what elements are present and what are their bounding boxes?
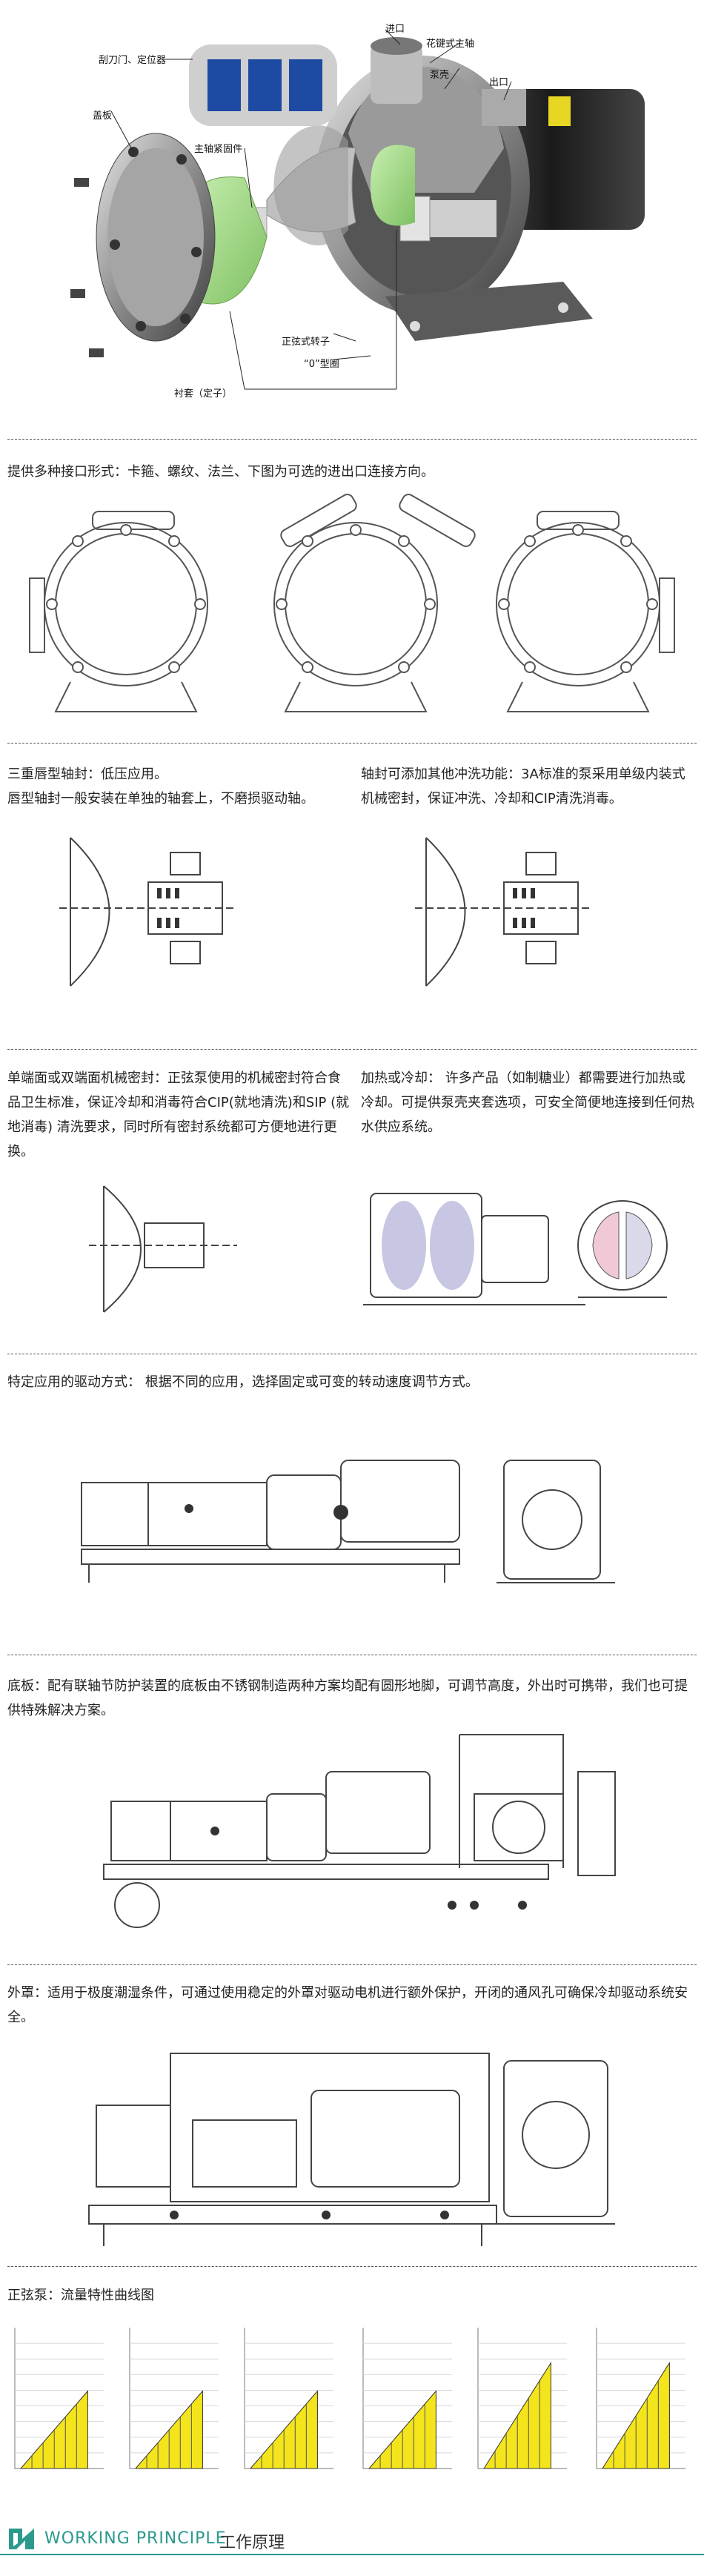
seal-diagrams-svg <box>59 837 593 987</box>
divider <box>7 1049 697 1050</box>
label-inlet: 进口 <box>385 24 405 35</box>
drive-diagrams <box>0 1438 704 1594</box>
divider <box>7 743 697 744</box>
flow-curve-chart-2 <box>129 2328 219 2469</box>
base-diagrams-svg <box>103 1734 616 1928</box>
label-pump-body: 泵壳 <box>430 70 450 81</box>
working-principle-logo-icon <box>9 2529 34 2549</box>
flush-seal-description: 轴封可添加其他冲洗功能：3A标准的泵采用单级内装式机械密封，保证冲洗、冷却和CI… <box>361 766 685 807</box>
label-spline-shaft: 花键式主轴 <box>426 39 475 50</box>
flow-curve-charts-svg <box>14 2328 685 2469</box>
mech-seal-heating-svg <box>89 1185 668 1313</box>
divider <box>7 2266 697 2267</box>
divider <box>7 439 697 440</box>
heating-description: 加热或冷却： 许多产品（如制糖业）都需要进行加热或冷却。可提供泵壳夹套选项，可安… <box>361 1070 694 1135</box>
label-outlet: 出口 <box>489 77 509 88</box>
divider <box>7 1964 697 1965</box>
curves-heading: 正弦泵：流量特性曲线图 <box>7 2288 154 2303</box>
flow-curve-chart-3 <box>244 2328 333 2469</box>
flow-curve-chart-5 <box>477 2328 567 2469</box>
exploded-pump-illustration <box>70 29 645 390</box>
drive-description: 特定应用的驱动方式： 根据不同的应用，选择固定或可变的转动速度调节方式。 <box>7 1374 479 1390</box>
label-liner: 衬套（定子） <box>174 388 233 400</box>
working-principle-title-cn: 工作原理 <box>219 2534 285 2552</box>
seal-diagrams <box>0 830 704 993</box>
working-principle-title: WORKING PRINCIPLE <box>44 2529 227 2548</box>
port-orientation-diagrams <box>0 494 704 719</box>
label-oring: “0”型圈 <box>304 359 339 370</box>
flow-curve-charts <box>0 2313 704 2483</box>
mech-seal-heating-diagrams <box>0 1179 704 1320</box>
mech-seal-description: 单端面或双端面机械密封：正弦泵使用的机械密封符合食品卫生标准，保证冷却和消毒符合… <box>7 1070 350 1159</box>
cover-diagrams-svg <box>88 2053 615 2246</box>
drive-diagrams-svg <box>81 1460 615 1583</box>
flow-curve-chart-4 <box>362 2328 452 2469</box>
base-diagrams <box>0 1720 704 1942</box>
ports-description: 提供多种接口形式：卡箍、螺纹、法兰、下图为可选的进出口连接方向。 <box>7 464 434 480</box>
port-diagrams-svg <box>29 494 675 712</box>
label-cover: 盖板 <box>93 110 113 122</box>
label-door: 刮刀门、定位器 <box>99 55 167 66</box>
base-description: 底板：配有联轴节防护装置的底板由不锈钢制造两种方案均配有圆形地脚，可调节高度，外… <box>7 1678 688 1718</box>
flow-curve-chart-1 <box>14 2328 104 2469</box>
lip-seal-description: 三重唇型轴封：低压应用。 唇型轴封一般安装在单独的轴套上，不磨损驱动轴。 <box>7 766 314 807</box>
cover-description: 外罩：适用于极度潮湿条件，可通过使用稳定的外罩对驱动电机进行额外保护，开闭的通风… <box>7 1985 688 2025</box>
flow-curve-chart-6 <box>596 2328 685 2469</box>
label-rotor: 正弦式转子 <box>282 337 331 348</box>
cover-diagrams <box>0 2039 704 2261</box>
footer-divider <box>0 2554 704 2555</box>
label-fastener: 主轴紧固件 <box>194 144 243 155</box>
hero-exploded-view: 刮刀门、定位器 进口 花键式主轴 泵壳 出口 盖板 主轴紧固件 正弦式转子 “0… <box>0 0 704 415</box>
